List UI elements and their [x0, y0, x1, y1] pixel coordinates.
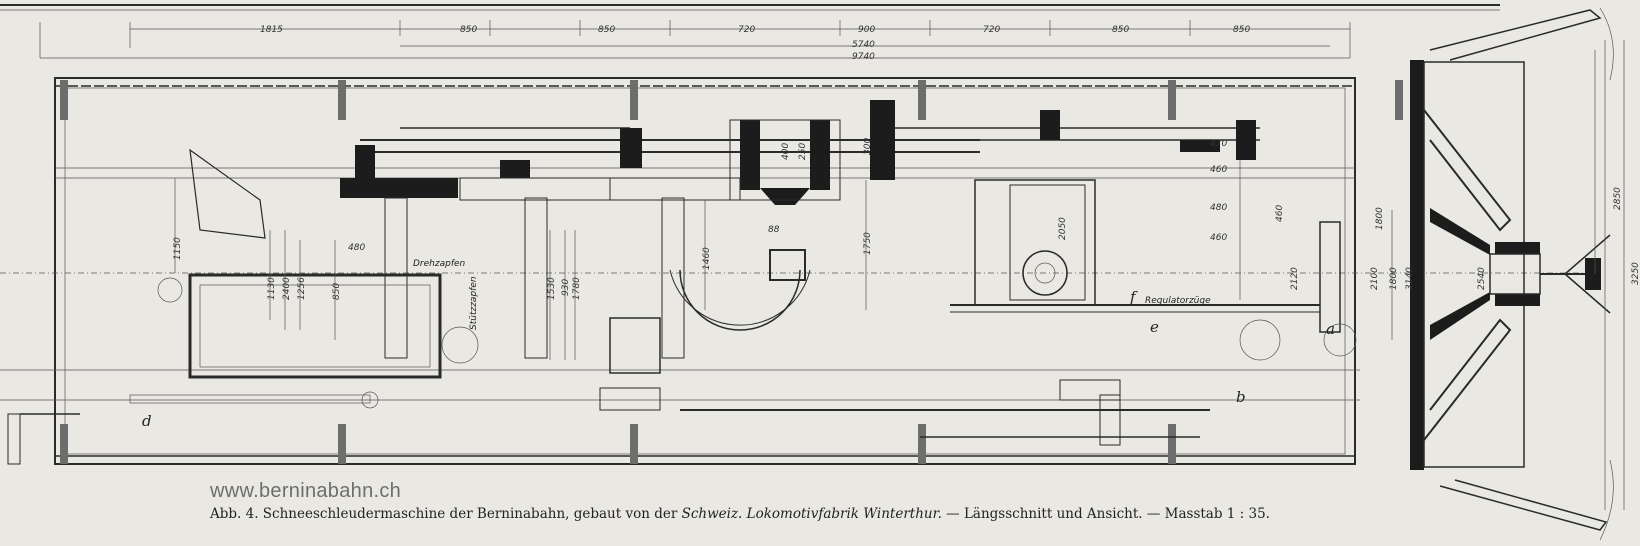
dim-250: 250 — [798, 143, 808, 160]
label-a: a — [1326, 320, 1335, 338]
caption-manufacturer: Schweiz. Lokomotivfabrik Winterthur. — [681, 506, 942, 522]
dim-3140: 3140 — [1405, 267, 1415, 290]
dim-480-b: 480 — [1210, 203, 1227, 213]
caption-part2: — Längsschnitt und Ansicht. — Masstab 1 … — [941, 506, 1270, 522]
main-frame — [0, 77, 1600, 465]
dim-400: 400 — [781, 143, 791, 160]
frame-stanchions — [60, 80, 1403, 464]
drive-shaft-assembly — [340, 100, 1260, 359]
dim-850-c: 850 — [1112, 25, 1129, 35]
label-e: e — [1150, 318, 1159, 336]
dim-1800-b: 1800 — [1375, 207, 1385, 230]
dim-850-d: 850 — [1233, 25, 1250, 35]
left-end-structure — [7, 148, 479, 465]
dimension-row-top: 1815 850 850 720 900 720 850 850 — [130, 20, 1350, 36]
label-stuetzzapfen: Stützzapfen — [469, 276, 479, 330]
dim-88: 88 — [768, 225, 780, 235]
dim-850-a: 850 — [460, 25, 477, 35]
dim-2850: 2850 — [1613, 187, 1623, 210]
dim-9740: 9740 — [852, 52, 875, 62]
label-drehzapfen: Drehzapfen — [413, 259, 466, 269]
dim-2400: 2400 — [282, 277, 292, 300]
dim-2540: 2540 — [1477, 267, 1487, 290]
dim-2100: 2100 — [1370, 267, 1380, 290]
dimension-labels: 1150 1130 2400 1256 850 1530 930 1780 14… — [173, 138, 1640, 300]
dim-1815: 1815 — [260, 25, 283, 35]
figure-caption: Abb. 4. Schneeschleudermaschine der Bern… — [210, 506, 1610, 522]
label-regulatorzuege: Regulatorzüge — [1145, 296, 1211, 306]
dimension-row-9740: 9740 — [40, 52, 1350, 62]
dim-850-v: 850 — [332, 283, 342, 300]
dim-1130: 1130 — [267, 277, 277, 300]
dim-1150: 1150 — [173, 237, 183, 260]
annotation-labels: Drehzapfen Stützzapfen Regulatorzüge f e… — [142, 259, 1335, 430]
dim-3250: 3250 — [1631, 262, 1640, 285]
top-border — [0, 4, 1500, 58]
label-f: f — [1129, 288, 1138, 306]
dim-460-b: 460 — [1210, 233, 1227, 243]
dim-1256: 1256 — [297, 277, 307, 300]
dimension-row-5740: 5740 — [400, 40, 1330, 50]
caption-part1: Abb. 4. Schneeschleudermaschine der Bern… — [210, 506, 682, 522]
centre-mechanism — [599, 179, 1357, 446]
dim-1460: 1460 — [702, 247, 712, 270]
dim-1780: 1780 — [572, 277, 582, 300]
dim-1530: 1530 — [547, 277, 557, 300]
rotor-housing — [1410, 7, 1625, 541]
dim-470: 470 — [1210, 139, 1227, 149]
dim-720-a: 720 — [738, 25, 755, 35]
vertical-dimension-lines — [174, 50, 1596, 360]
dim-460-a: 460 — [1210, 165, 1227, 175]
dim-1750: 1750 — [863, 232, 873, 255]
label-b: b — [1236, 388, 1246, 406]
dim-2050: 2050 — [1058, 217, 1068, 240]
label-d: d — [142, 412, 152, 430]
dim-5740: 5740 — [852, 40, 875, 50]
dim-900: 900 — [858, 25, 875, 35]
dim-300: 300 — [863, 138, 873, 155]
watermark: www.berninabahn.ch — [210, 480, 402, 502]
dim-930: 930 — [561, 279, 571, 296]
dim-460-c: 460 — [1275, 205, 1285, 222]
dim-1800-a: 1800 — [1389, 267, 1399, 290]
dim-2120: 2120 — [1290, 267, 1300, 290]
dim-720-b: 720 — [983, 25, 1000, 35]
dim-850-b: 850 — [598, 25, 615, 35]
dim-480: 480 — [348, 243, 365, 253]
